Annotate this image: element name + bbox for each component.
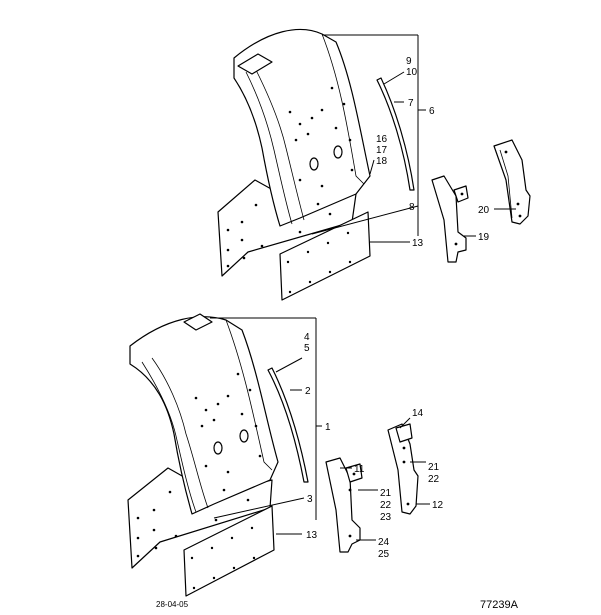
label-1: 1 — [325, 422, 331, 433]
lower-mud-flap-holes — [136, 490, 250, 558]
upper-fender-edge — [321, 33, 365, 185]
label-24: 24 — [378, 537, 390, 548]
label-18: 18 — [376, 156, 388, 167]
lower-fender-edge — [225, 319, 273, 471]
label-11: 11 — [354, 464, 365, 475]
label-13: 13 — [412, 238, 424, 249]
lower-trim-strip — [267, 367, 309, 483]
label-3: 3 — [307, 494, 313, 505]
lower-bracket-12-lug — [395, 423, 413, 443]
lower-assembly: 4 5 2 1 14 11 21 22 21 22 3 12 23 13 24 … — [127, 313, 444, 597]
label-7: 7 — [408, 98, 414, 109]
lower-plate-holes — [190, 526, 256, 590]
label-22a: 22 — [428, 474, 440, 485]
label-16: 16 — [376, 134, 388, 145]
upper-fender-oval-hole — [309, 157, 319, 171]
drawing-number: 77239A — [480, 599, 519, 611]
label-21b: 21 — [380, 488, 392, 499]
upper-leader-lines — [311, 34, 516, 243]
upper-bracket-19 — [431, 175, 467, 263]
label-13: 13 — [306, 530, 318, 541]
upper-fender-oval-hole — [333, 145, 343, 159]
label-25: 25 — [378, 549, 390, 560]
label-5: 5 — [304, 343, 310, 354]
label-23: 23 — [380, 512, 392, 523]
upper-plate-holes — [286, 231, 352, 294]
lower-leader-lines — [210, 317, 430, 541]
label-6: 6 — [429, 106, 435, 117]
label-2: 2 — [305, 386, 311, 397]
label-20: 20 — [478, 205, 490, 216]
label-12: 12 — [432, 500, 444, 511]
upper-assembly: 9 10 7 6 16 17 18 8 13 20 19 — [217, 28, 531, 301]
upper-fender-rim — [245, 71, 293, 225]
lower-fender-rim — [141, 361, 197, 513]
label-21a: 21 — [428, 462, 440, 473]
label-8: 8 — [409, 202, 415, 213]
label-14: 14 — [412, 408, 424, 419]
lower-fender-rivets — [194, 372, 262, 492]
lower-fender-rim-inner — [151, 357, 209, 509]
upper-fender-rivets — [288, 86, 354, 206]
lower-fender-top-slot — [183, 313, 213, 331]
upper-fender-rim-inner — [255, 69, 305, 221]
label-4: 4 — [304, 332, 310, 343]
label-17: 17 — [376, 145, 388, 156]
lower-fender-oval-hole — [239, 429, 249, 443]
label-22b: 22 — [380, 500, 392, 511]
lower-fender-oval-hole — [213, 441, 223, 455]
drawing-date: 28-04-05 — [156, 600, 189, 609]
upper-fender-top-slot — [237, 53, 273, 75]
upper-bracket-20-face — [499, 149, 513, 219]
label-9: 9 — [406, 56, 412, 67]
label-10: 10 — [406, 67, 418, 78]
upper-bracket-20 — [493, 139, 531, 225]
upper-trim-strip — [376, 77, 415, 191]
upper-mud-flap-holes — [226, 203, 332, 268]
label-19: 19 — [478, 232, 490, 243]
